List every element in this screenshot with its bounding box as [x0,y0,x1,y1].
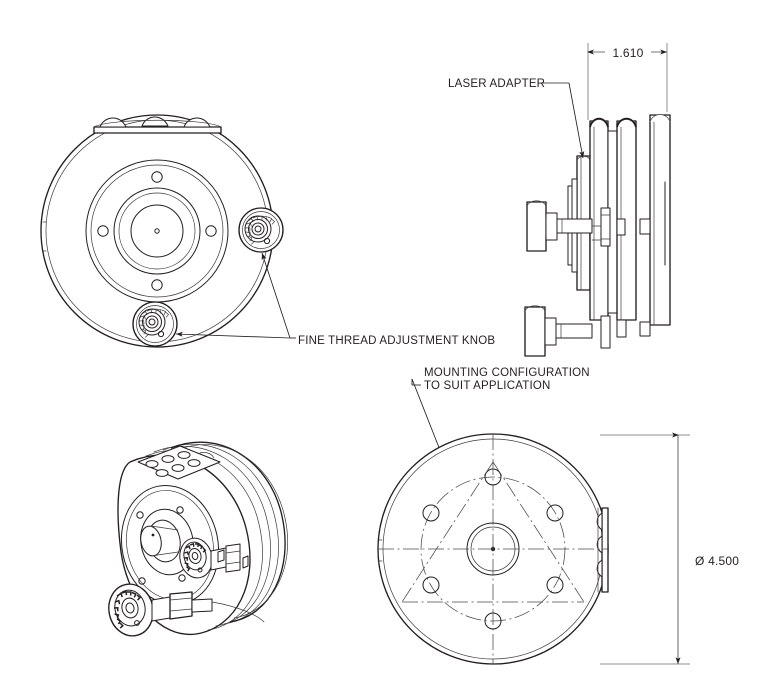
mounting-config-label-line2: TO SUIT APPLICATION [424,380,551,392]
diameter-dimension-value: Ø 4.500 [695,554,739,568]
front-hub-circle [113,187,201,275]
iso-side-tab-2 [242,555,249,569]
front-top-flat-band [93,116,222,134]
laser-adapter-label: LASER ADAPTER [448,78,545,90]
front-vent-arch-2 [141,116,169,127]
rear-mount-hole-6 [422,504,440,522]
front-knob-right[interactable] [238,207,284,253]
front-knob-bottom-knurl [138,308,170,338]
front-knob-bottom[interactable] [132,301,178,347]
front-vent-arch-3 [183,117,211,128]
front-hub-circle-inner [118,192,196,270]
rear-mount-hole-3 [546,576,564,594]
rear-view [377,433,609,665]
rear-construction-lines [401,461,585,603]
iso-knob-right[interactable] [176,535,241,581]
rear-mount-hole-5 [422,576,440,594]
diameter-dimension [600,432,690,665]
laser-adapter-leader [541,82,585,159]
front-center-point [154,228,160,234]
side-internal-hardware [591,207,651,349]
isometric-view [104,441,289,640]
front-knob-right-setscrew [263,237,271,245]
side-rear-plate [649,114,671,326]
front-plate-circle-inner [90,164,224,298]
fine-thread-knob-leaders [175,252,296,339]
side-knob-lower[interactable] [524,305,593,357]
thickness-dimension [587,43,668,120]
front-knob-bottom-setscrew [157,330,165,338]
mounting-config-label-line1: MOUNTING CONFIGURATION [424,367,590,379]
side-view [524,114,671,357]
rear-mount-hole-2 [546,504,564,522]
iso-knob-bottom[interactable] [104,580,265,640]
side-knob-upper[interactable] [526,200,593,252]
front-bolt-hole-right [205,225,217,237]
thickness-dimension-value: 1.610 [612,46,643,60]
front-view [40,114,284,348]
rear-left-edge-ticks [377,539,383,562]
fine-thread-knob-label: FINE THREAD ADJUSTMENT KNOB [298,335,495,347]
front-bolt-hole-left [97,225,109,237]
front-bolt-hole-bottom [151,279,163,291]
iso-top-pad [137,445,221,480]
front-edge-ticks [42,221,47,252]
rear-flat-segment [596,507,609,593]
iso-side-tab-1 [217,549,225,563]
front-bolt-hole-top [151,171,163,183]
front-aperture-circle [130,204,184,258]
front-knob-right-knurl [244,215,276,245]
